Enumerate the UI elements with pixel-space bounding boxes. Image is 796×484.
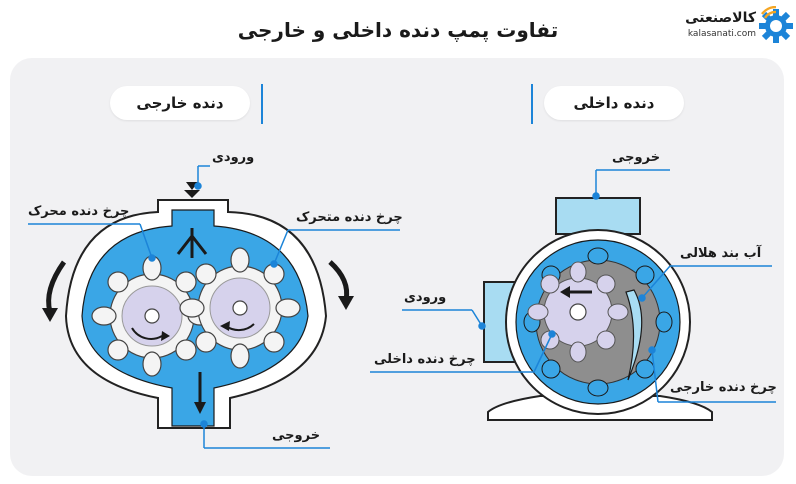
logo-gear-icon: [759, 6, 793, 43]
internal-heading: دنده داخلی: [544, 86, 684, 120]
internal-inlet-label: ورودی: [404, 290, 447, 305]
rotation-arrow-right: [328, 260, 350, 301]
crescent-seal: [625, 289, 643, 381]
external-heading: دنده خارجی: [110, 86, 250, 120]
external-gear-pump: [28, 165, 400, 449]
outer-gear-label: چرخ دنده خارجی: [670, 380, 777, 395]
driving-gear-label: چرخ دنده محرک: [28, 204, 130, 219]
internal-outlet-port: [555, 197, 641, 235]
flow-arrow-icon: [176, 182, 208, 414]
driven-gear: [179, 247, 301, 369]
inner-gear: [527, 261, 629, 363]
logo-domain: kalasanati.com: [687, 29, 756, 39]
inner-gear-label: چرخ دنده داخلی: [374, 352, 476, 367]
wifi-signal-icon: [761, 6, 777, 19]
page-title: تفاوت پمپ دنده داخلی و خارجی: [237, 18, 559, 42]
driven-gear-label: چرخ دنده متحرک: [296, 210, 403, 225]
internal-outlet-label: خروجی: [612, 150, 661, 165]
external-inlet-label: ورودی: [212, 150, 255, 165]
crescent-label: آب بند هلالی: [680, 246, 762, 261]
external-outlet-label: خروجی: [272, 428, 321, 443]
brand-logo[interactable]: کالاصنعتی kalasanati.com: [672, 6, 793, 46]
rotation-arrow-icon: [131, 327, 163, 340]
driving-gear: [91, 255, 213, 377]
logo-name: کالاصنعتی: [685, 10, 756, 26]
rotation-arrow-left: [46, 260, 67, 313]
internal-gear-pump: [370, 169, 776, 421]
